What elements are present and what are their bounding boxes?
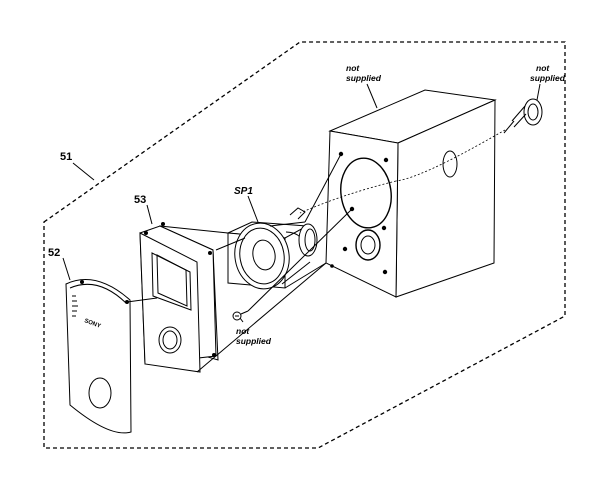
- speaker-unit: [226, 207, 318, 290]
- speaker-cabinet: [325, 89, 497, 298]
- leader-not-supplied-cabinet: [366, 83, 378, 109]
- front-grille: [65, 279, 132, 434]
- grille-perforations: [72, 295, 78, 317]
- leader-51: [72, 162, 95, 181]
- mounting-screw: [232, 310, 249, 321]
- label-52: 52: [48, 247, 60, 259]
- label-53: 53: [134, 194, 146, 206]
- leader-not-supplied-screw: [239, 317, 244, 323]
- label-51: 51: [60, 151, 72, 163]
- leader-not-supplied-terminal: [536, 83, 541, 101]
- label-not-supplied-terminal-line1: not: [536, 63, 550, 73]
- label-not-supplied-terminal-line2: supplied: [530, 73, 566, 83]
- label-not-supplied-screw-line1: not: [236, 326, 250, 336]
- leader-53: [146, 204, 153, 225]
- label-not-supplied-screw-line2: supplied: [236, 336, 272, 346]
- speaker-terminal: [503, 98, 543, 134]
- leader-sp1: [247, 195, 259, 223]
- leader-52: [62, 257, 71, 281]
- baffle-frame: [139, 222, 219, 373]
- label-not-supplied-cabinet-line2: supplied: [346, 73, 382, 83]
- label-sp1: SP1: [234, 186, 253, 197]
- grille-brand-label: SONY: [83, 318, 101, 329]
- assembly-guide-lines: [126, 153, 353, 373]
- label-not-supplied-cabinet-line1: not: [346, 63, 360, 73]
